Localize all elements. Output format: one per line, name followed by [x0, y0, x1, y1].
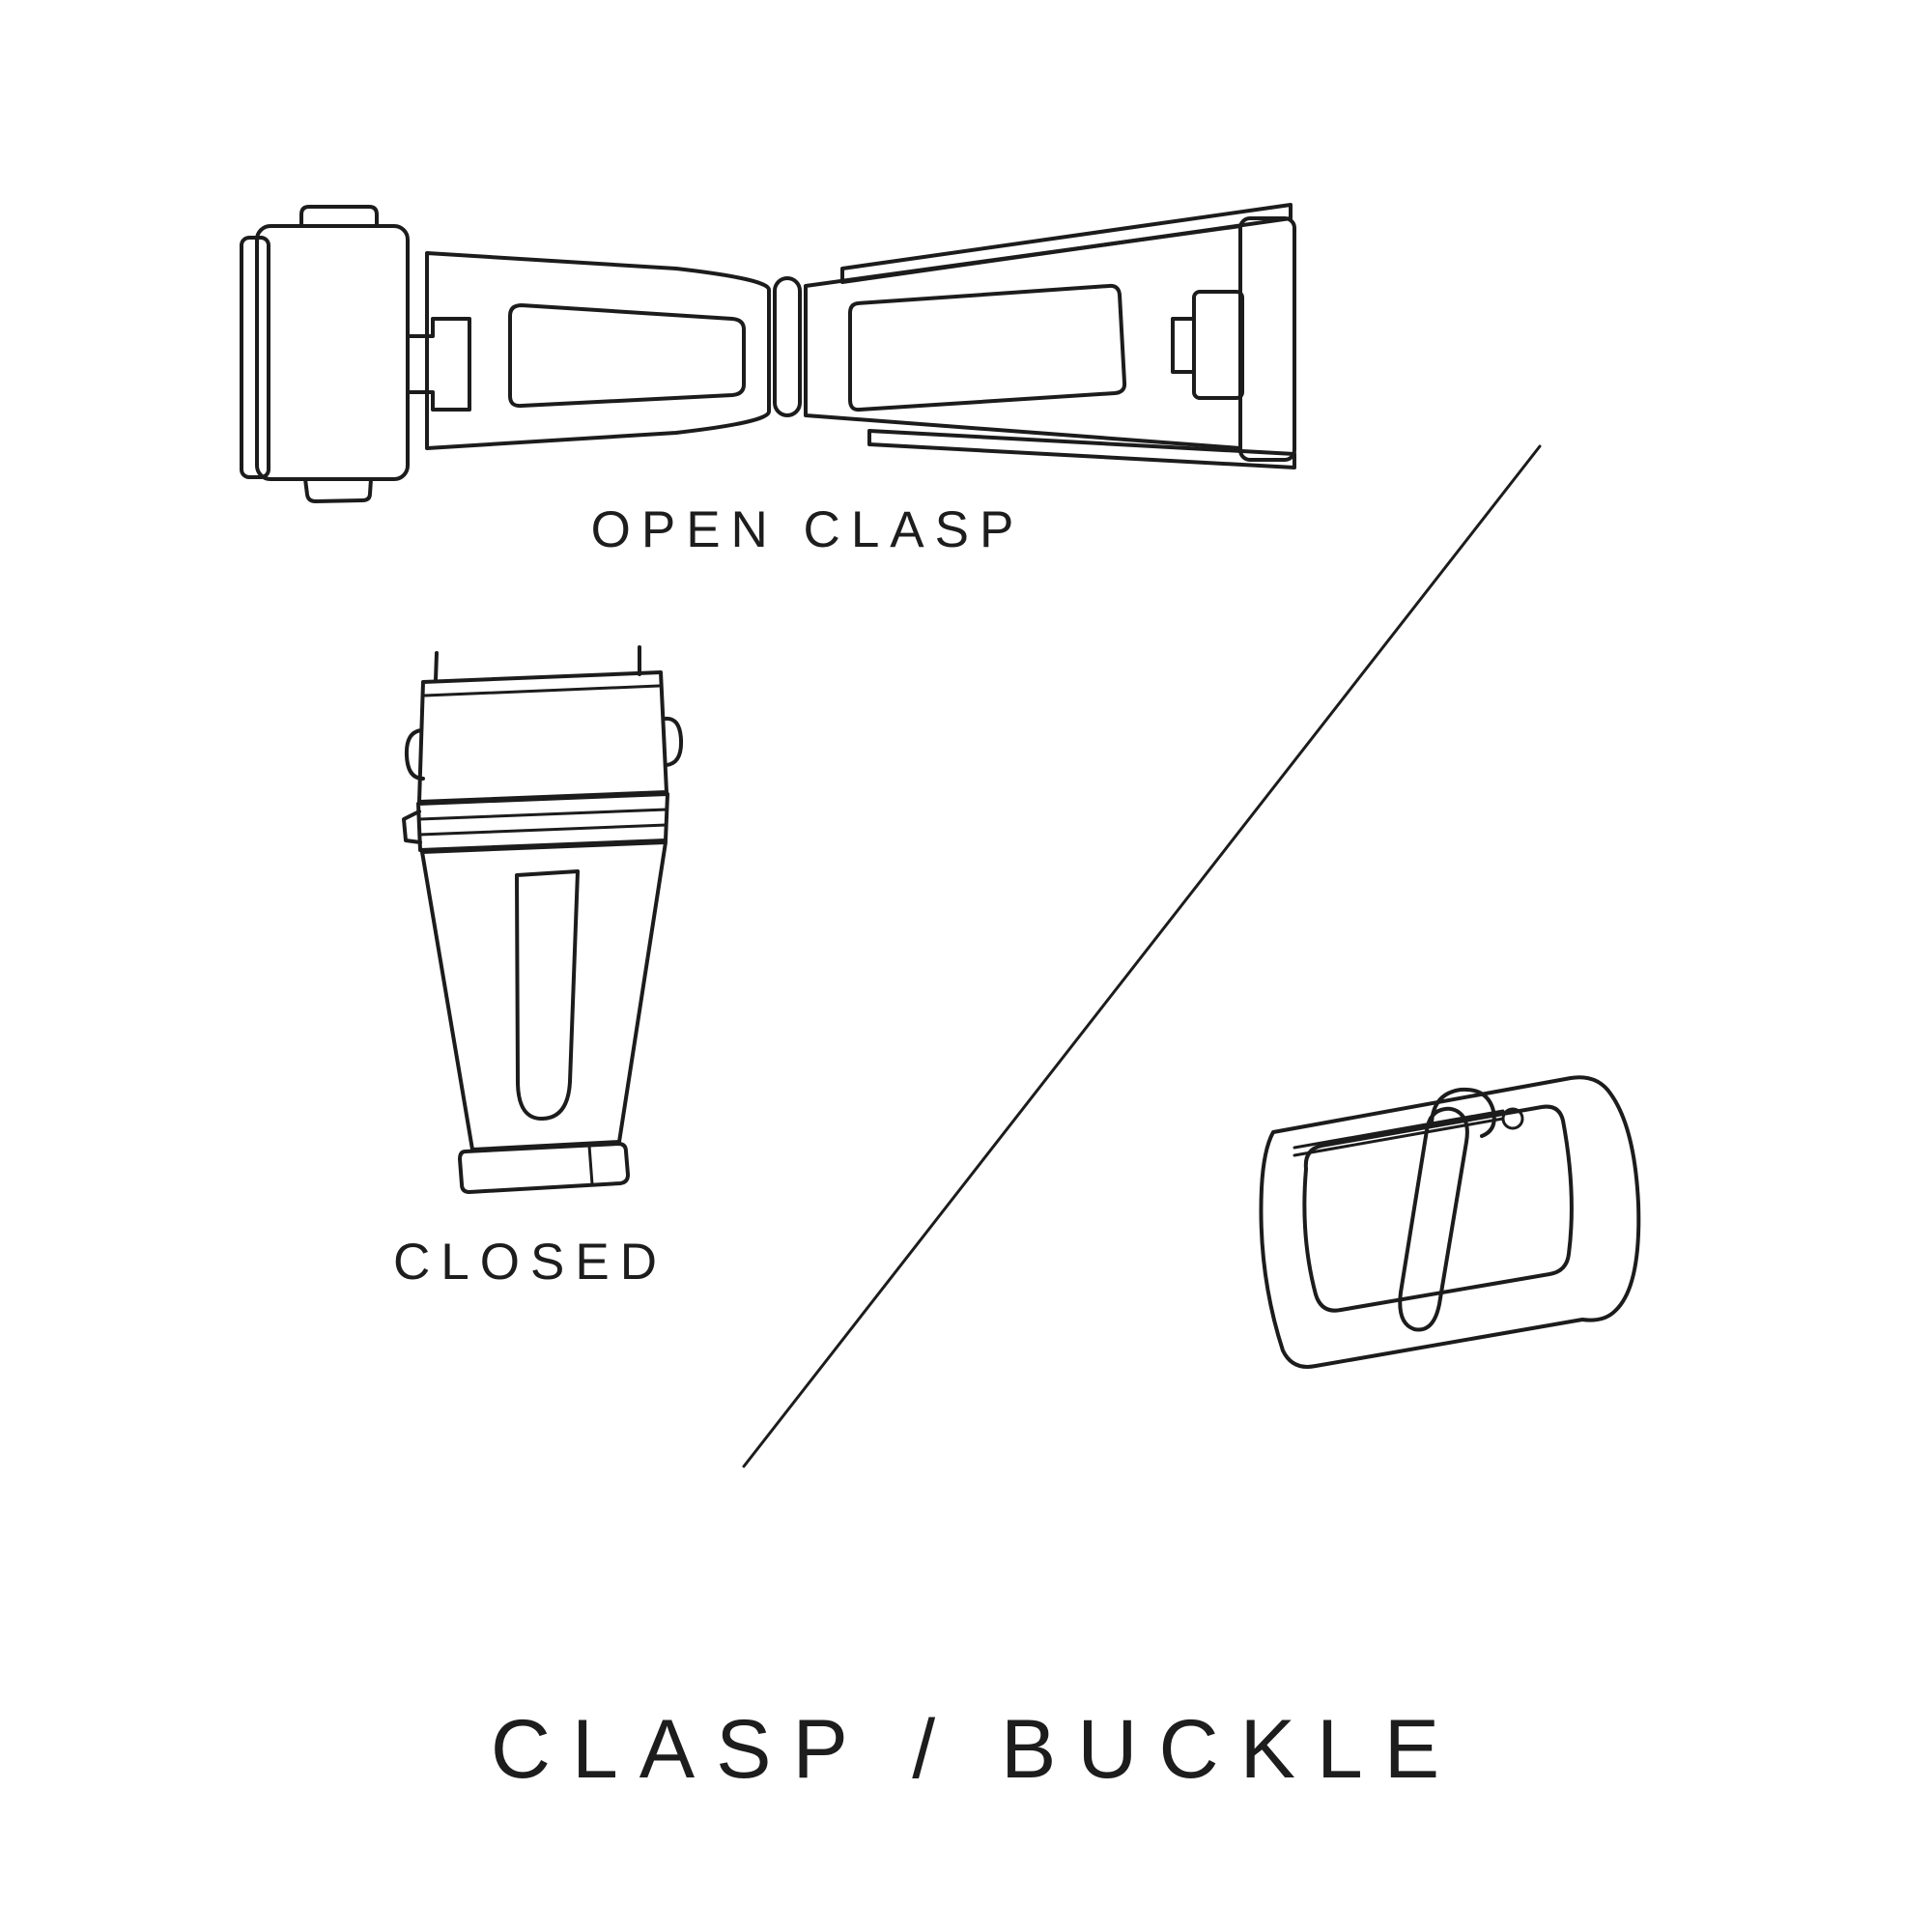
closed-clasp-illustration-icon — [402, 645, 684, 1194]
page-title: CLASP / BUCKLE — [490, 1703, 1462, 1796]
open-clasp-label: OPEN CLASP — [590, 501, 1025, 558]
diagonal-divider-line — [742, 444, 1542, 1468]
tang-buckle-illustration-icon — [1259, 1075, 1641, 1369]
open-clasp-illustration-icon — [240, 203, 1296, 503]
closed-label: CLOSED — [393, 1234, 668, 1291]
